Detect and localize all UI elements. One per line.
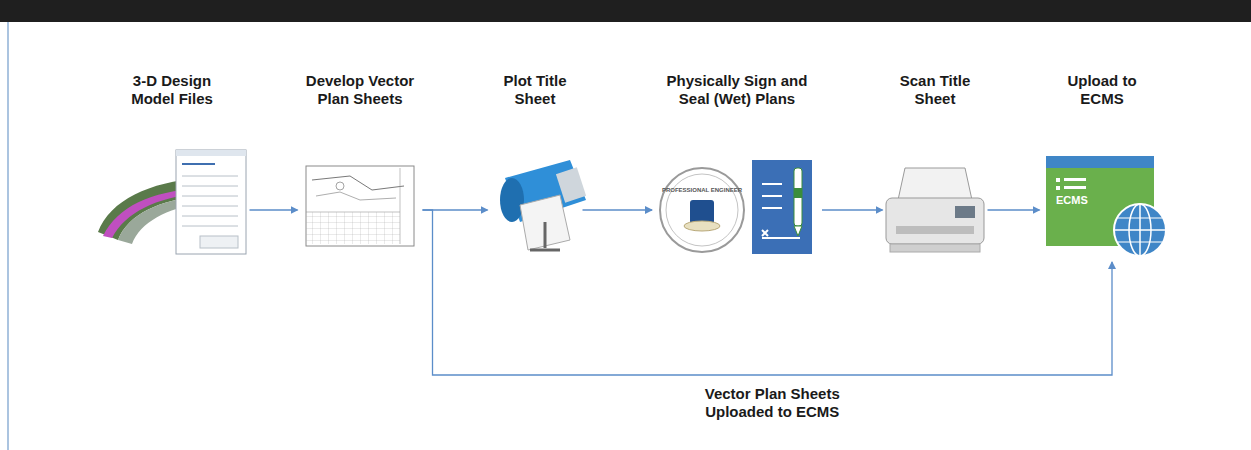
seal-text: PROFESSIONAL ENGINEER bbox=[662, 186, 742, 194]
flow-connector bbox=[988, 209, 1040, 210]
step-heading: Upload to ECMS bbox=[1057, 72, 1147, 108]
flow-connector bbox=[822, 209, 883, 210]
step-heading: Physically Sign and Seal (Wet) Plans bbox=[657, 72, 817, 108]
plotter-icon bbox=[500, 160, 586, 250]
seal-icon bbox=[660, 168, 744, 252]
step-heading: Develop Vector Plan Sheets bbox=[298, 72, 423, 108]
process-step: Upload to ECMS bbox=[1040, 72, 1165, 262]
ecms-icon bbox=[1046, 156, 1166, 256]
step-heading: Scan Title Sheet bbox=[890, 72, 980, 108]
model-icon bbox=[98, 150, 246, 254]
process-step: Physically Sign and Seal (Wet) Plans bbox=[652, 72, 822, 262]
flow-connector bbox=[583, 209, 653, 210]
left-rule bbox=[7, 22, 9, 450]
icon-label: ECMS bbox=[1056, 194, 1088, 207]
top-bar bbox=[0, 0, 1251, 22]
step-heading: 3-D Design Model Files bbox=[117, 72, 227, 108]
step-heading: Plot Title Sheet bbox=[493, 72, 578, 108]
plan-sheet-icon bbox=[306, 166, 414, 246]
process-step: Scan Title Sheet bbox=[883, 72, 988, 262]
process-step: Plot Title Sheet bbox=[488, 72, 583, 262]
process-step: Develop Vector Plan Sheets bbox=[298, 72, 423, 262]
signed-document-icon bbox=[752, 160, 812, 254]
flow-connector bbox=[250, 209, 298, 210]
scanner-icon bbox=[886, 168, 984, 252]
process-step: 3-D Design Model Files bbox=[95, 72, 250, 262]
connector-label: Vector Plan Sheets Uploaded to ECMS bbox=[692, 385, 852, 421]
